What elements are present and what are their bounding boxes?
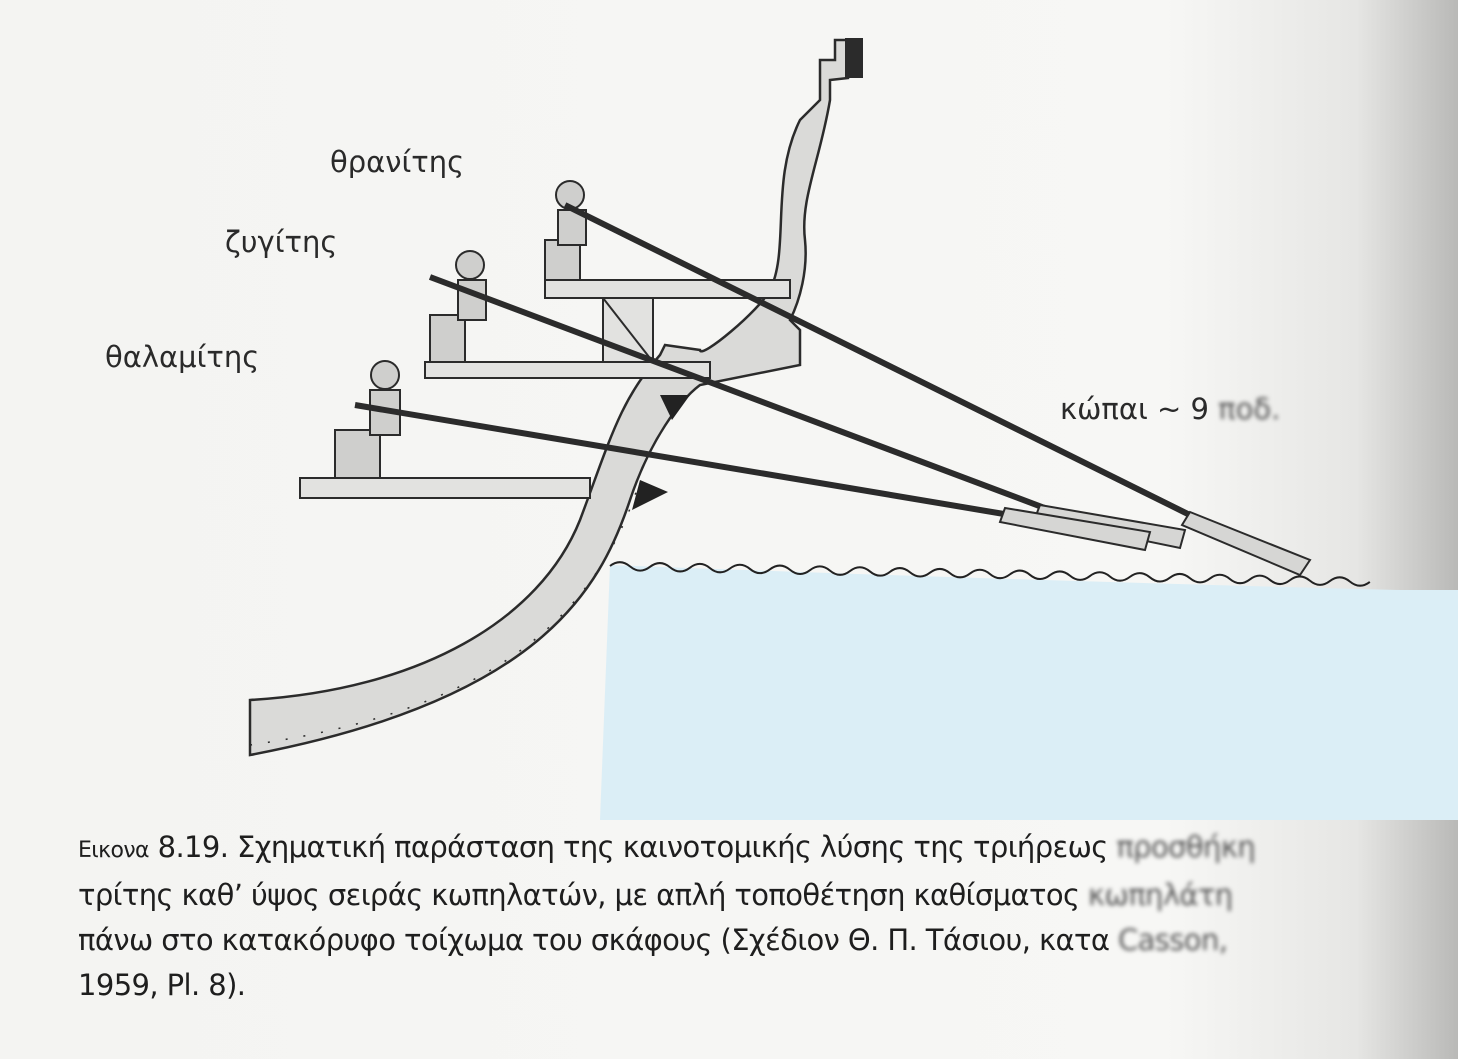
caption-line-1: 8.19. Σχηματική παράσταση της καινοτομικ… [148, 830, 1109, 864]
platform-zygite [424, 361, 711, 379]
oar-blade-thalamite [998, 506, 1152, 552]
oar-zygite [428, 274, 1052, 513]
label-thalamite: θαλαμίτης [105, 340, 260, 374]
caption-prefix: Εικονα [78, 838, 150, 863]
oars-text: κώπαι ~ 9 [1060, 392, 1209, 426]
oar-blade-thranite [1180, 510, 1312, 577]
rowers [334, 180, 587, 479]
caption-line-2-tail: κωπηλάτη [1079, 878, 1233, 912]
oar-thranite [563, 202, 1202, 523]
label-zygite: ζυγίτης [225, 225, 338, 259]
figure-caption: Εικονα 8.19. Σχηματική παράσταση της και… [78, 825, 1388, 1008]
oarport-upper [660, 395, 690, 420]
oars-unit: ποδ. [1218, 392, 1281, 426]
stern-post-cap [845, 38, 863, 78]
caption-line-4: 1959, Pl. 8). [78, 968, 246, 1002]
oarport-lower [632, 480, 668, 510]
caption-line-3: πάνω στο κατακόρυφο τοίχωμα του σκάφους … [78, 923, 1110, 957]
water [600, 565, 1458, 820]
platform-thalamite [299, 477, 591, 499]
label-oars: κώπαι ~ 9 ποδ. [1060, 392, 1280, 426]
hull-section [248, 38, 850, 757]
oar-thalamite [354, 402, 1011, 518]
caption-line-1-tail: προσθήκη [1107, 830, 1256, 864]
water-line [609, 561, 1371, 587]
label-thranite: θρανίτης [330, 145, 465, 179]
caption-line-3-tail: Casson, [1109, 923, 1228, 957]
caption-line-2: τρίτης καθ’ ύψος σειράς κωπηλατών, με απ… [78, 878, 1080, 912]
